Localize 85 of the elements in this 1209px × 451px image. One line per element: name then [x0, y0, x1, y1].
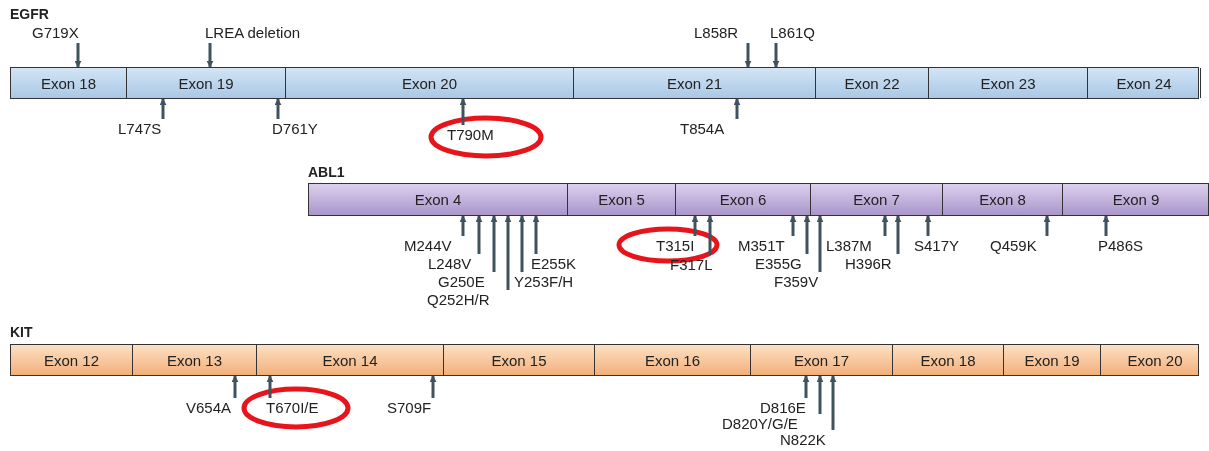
arrow: [789, 215, 797, 236]
exon-segment: Exon 18: [893, 345, 1004, 375]
arrow: [894, 215, 902, 254]
exon-segment: Exon 8: [943, 184, 1063, 215]
exon-segment: Exon 23: [929, 68, 1088, 98]
exon-segment: Exon 6: [676, 184, 811, 215]
mutation-label: D820Y/G/E: [722, 416, 823, 432]
mutation-label: E355G: [755, 256, 810, 272]
exon-segment: Exon 17: [751, 345, 893, 375]
mutation-label: T670I/E: [266, 400, 319, 416]
exon-segment: Exon 24: [1088, 68, 1201, 98]
exon-segment: Exon 16: [595, 345, 751, 375]
arrow: [706, 215, 714, 255]
arrow: [816, 215, 824, 272]
mutation-label: T790M: [447, 127, 494, 143]
arrow: [459, 98, 467, 125]
arrow: [532, 215, 540, 254]
arrow: [1102, 215, 1110, 236]
mutation-label: Q252H/R: [427, 292, 511, 308]
exon-segment: Exon 19: [1004, 345, 1101, 375]
mutation-label: L248V: [428, 256, 482, 272]
mutation-label: Y253F/H: [514, 274, 574, 290]
mutation-label: T854A: [680, 121, 740, 137]
arrow: [274, 98, 282, 119]
mutation-label: F317L: [670, 257, 713, 273]
arrow: [231, 375, 239, 398]
arrow: [459, 215, 467, 236]
gene-name: KIT: [10, 324, 33, 340]
mutation-label: S417Y: [914, 238, 960, 254]
arrow: [266, 375, 274, 398]
exon-segment: Exon 19: [127, 68, 286, 98]
mutation-label: Q459K: [990, 238, 1050, 254]
mutation-label: D761Y: [272, 121, 318, 137]
exon-segment: Exon 13: [133, 345, 257, 375]
mutation-label: H396R: [845, 256, 901, 272]
mutation-label: P486S: [1098, 238, 1144, 254]
mutation-label: F359V: [774, 274, 823, 290]
arrow: [206, 43, 214, 68]
mutation-label: V654A: [186, 400, 238, 416]
exon-segment: Exon 18: [11, 68, 127, 98]
arrow: [829, 375, 837, 430]
exon-segment: Exon 21: [574, 68, 816, 98]
arrow: [74, 43, 82, 68]
mutation-label: M244V: [404, 238, 466, 254]
arrow: [504, 215, 512, 290]
mutation-label: G250E: [438, 274, 497, 290]
arrow: [691, 215, 699, 236]
exon-segment: Exon 5: [568, 184, 676, 215]
arrow: [490, 215, 498, 272]
mutation-label: L858R: [694, 25, 751, 41]
mutation-label: T315I: [656, 238, 698, 254]
mutation-label: L861Q: [770, 25, 816, 41]
arrow: [816, 375, 824, 414]
arrow: [475, 215, 483, 254]
arrow: [802, 375, 810, 398]
mutation-label: L747S: [118, 121, 166, 137]
exon-segment: Exon 14: [257, 345, 444, 375]
arrow: [924, 215, 932, 236]
arrow: [744, 43, 752, 68]
mutation-label: M351T: [738, 238, 796, 254]
exon-segment: Exon 4: [309, 184, 568, 215]
gene-name: EGFR: [10, 6, 49, 22]
mutation-label: L387M: [826, 238, 888, 254]
exon-segment: Exon 15: [444, 345, 595, 375]
exon-segment: Exon 20: [1101, 345, 1209, 375]
exon-segment: Exon 9: [1063, 184, 1209, 215]
exon-segment: Exon 12: [11, 345, 133, 375]
mutation-label: LREA deletion: [205, 25, 301, 41]
mutation-label: N822K: [780, 432, 836, 448]
mutation-label: G719X: [32, 25, 81, 41]
arrow: [881, 215, 889, 236]
arrow: [159, 98, 167, 119]
arrow: [772, 43, 780, 68]
gene-name: ABL1: [308, 164, 345, 180]
exon-segment: Exon 22: [816, 68, 929, 98]
mutation-label: S709F: [387, 400, 436, 416]
exon-segment: Exon 7: [811, 184, 943, 215]
arrow: [1043, 215, 1051, 236]
arrow: [518, 215, 526, 272]
arrow: [733, 98, 741, 119]
arrow: [803, 215, 811, 254]
mutation-label: D816E: [760, 400, 809, 416]
exon-segment: Exon 20: [286, 68, 574, 98]
arrow: [429, 375, 437, 398]
mutation-label: E255K: [531, 256, 577, 272]
